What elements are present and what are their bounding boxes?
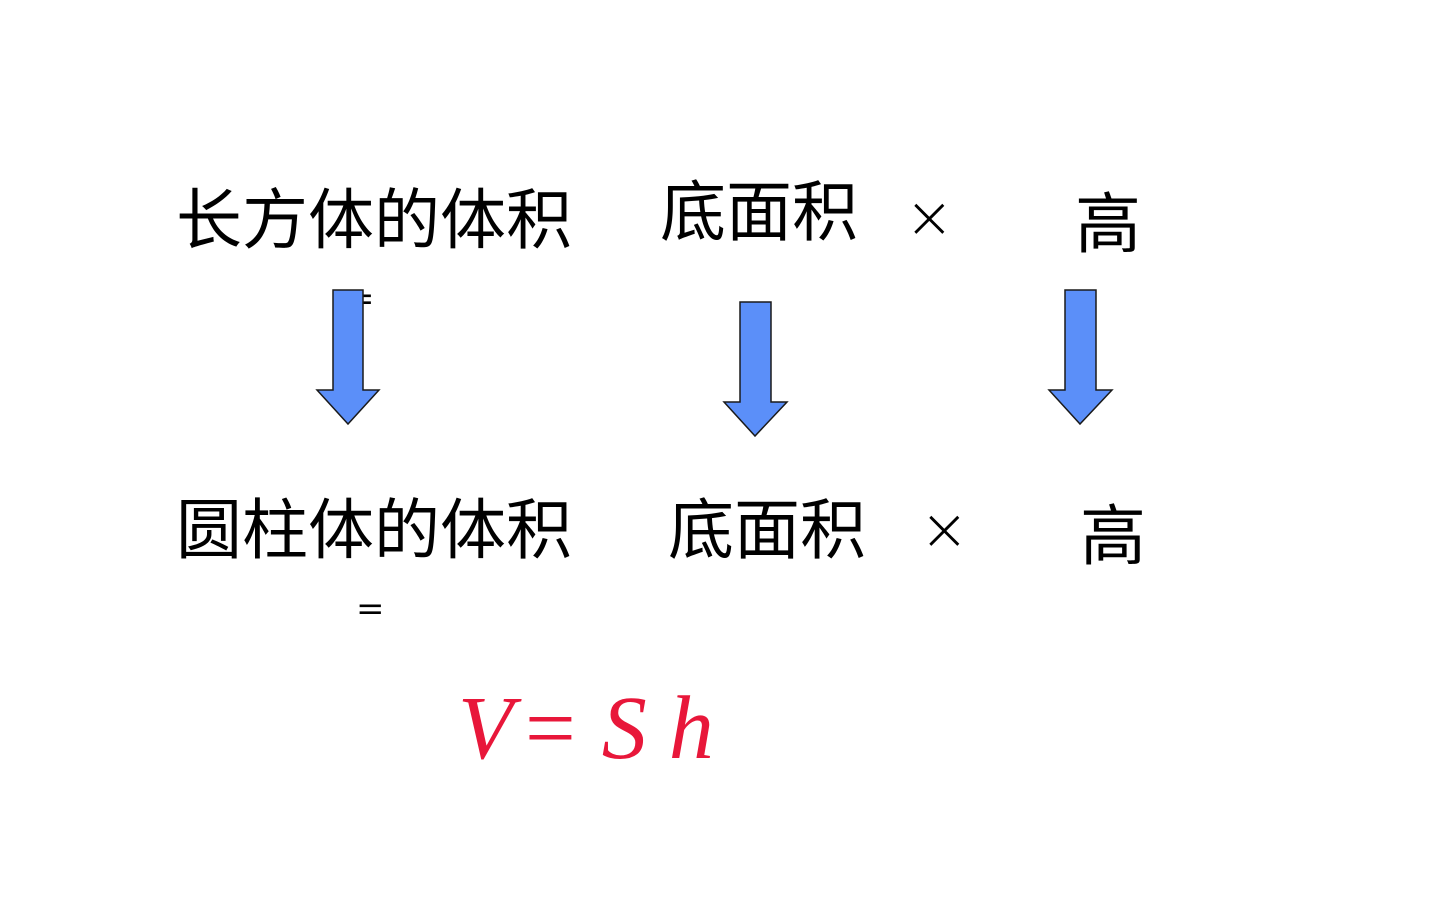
formula-equals: = xyxy=(524,679,576,778)
cuboid-volume-label: 长方体的体积 xyxy=(176,182,572,259)
cuboid-times-sign: × xyxy=(905,183,954,251)
cuboid-equals-sign: = xyxy=(346,279,375,319)
cuboid-base-area-label: 底面积 xyxy=(660,174,858,251)
cylinder-height-label: 高 xyxy=(1080,498,1146,575)
formula-v: V xyxy=(458,679,513,778)
cuboid-height-label: 高 xyxy=(1075,186,1141,263)
down-arrow-icon xyxy=(1047,289,1114,426)
down-arrow-icon xyxy=(722,301,789,438)
cylinder-base-area-label: 底面积 xyxy=(668,492,866,569)
cylinder-equals-sign: = xyxy=(356,589,385,629)
formula-s: S xyxy=(601,679,647,778)
formula-h: h xyxy=(668,679,714,778)
cylinder-times-sign: × xyxy=(920,495,969,563)
cylinder-volume-label: 圆柱体的体积 xyxy=(176,492,572,569)
